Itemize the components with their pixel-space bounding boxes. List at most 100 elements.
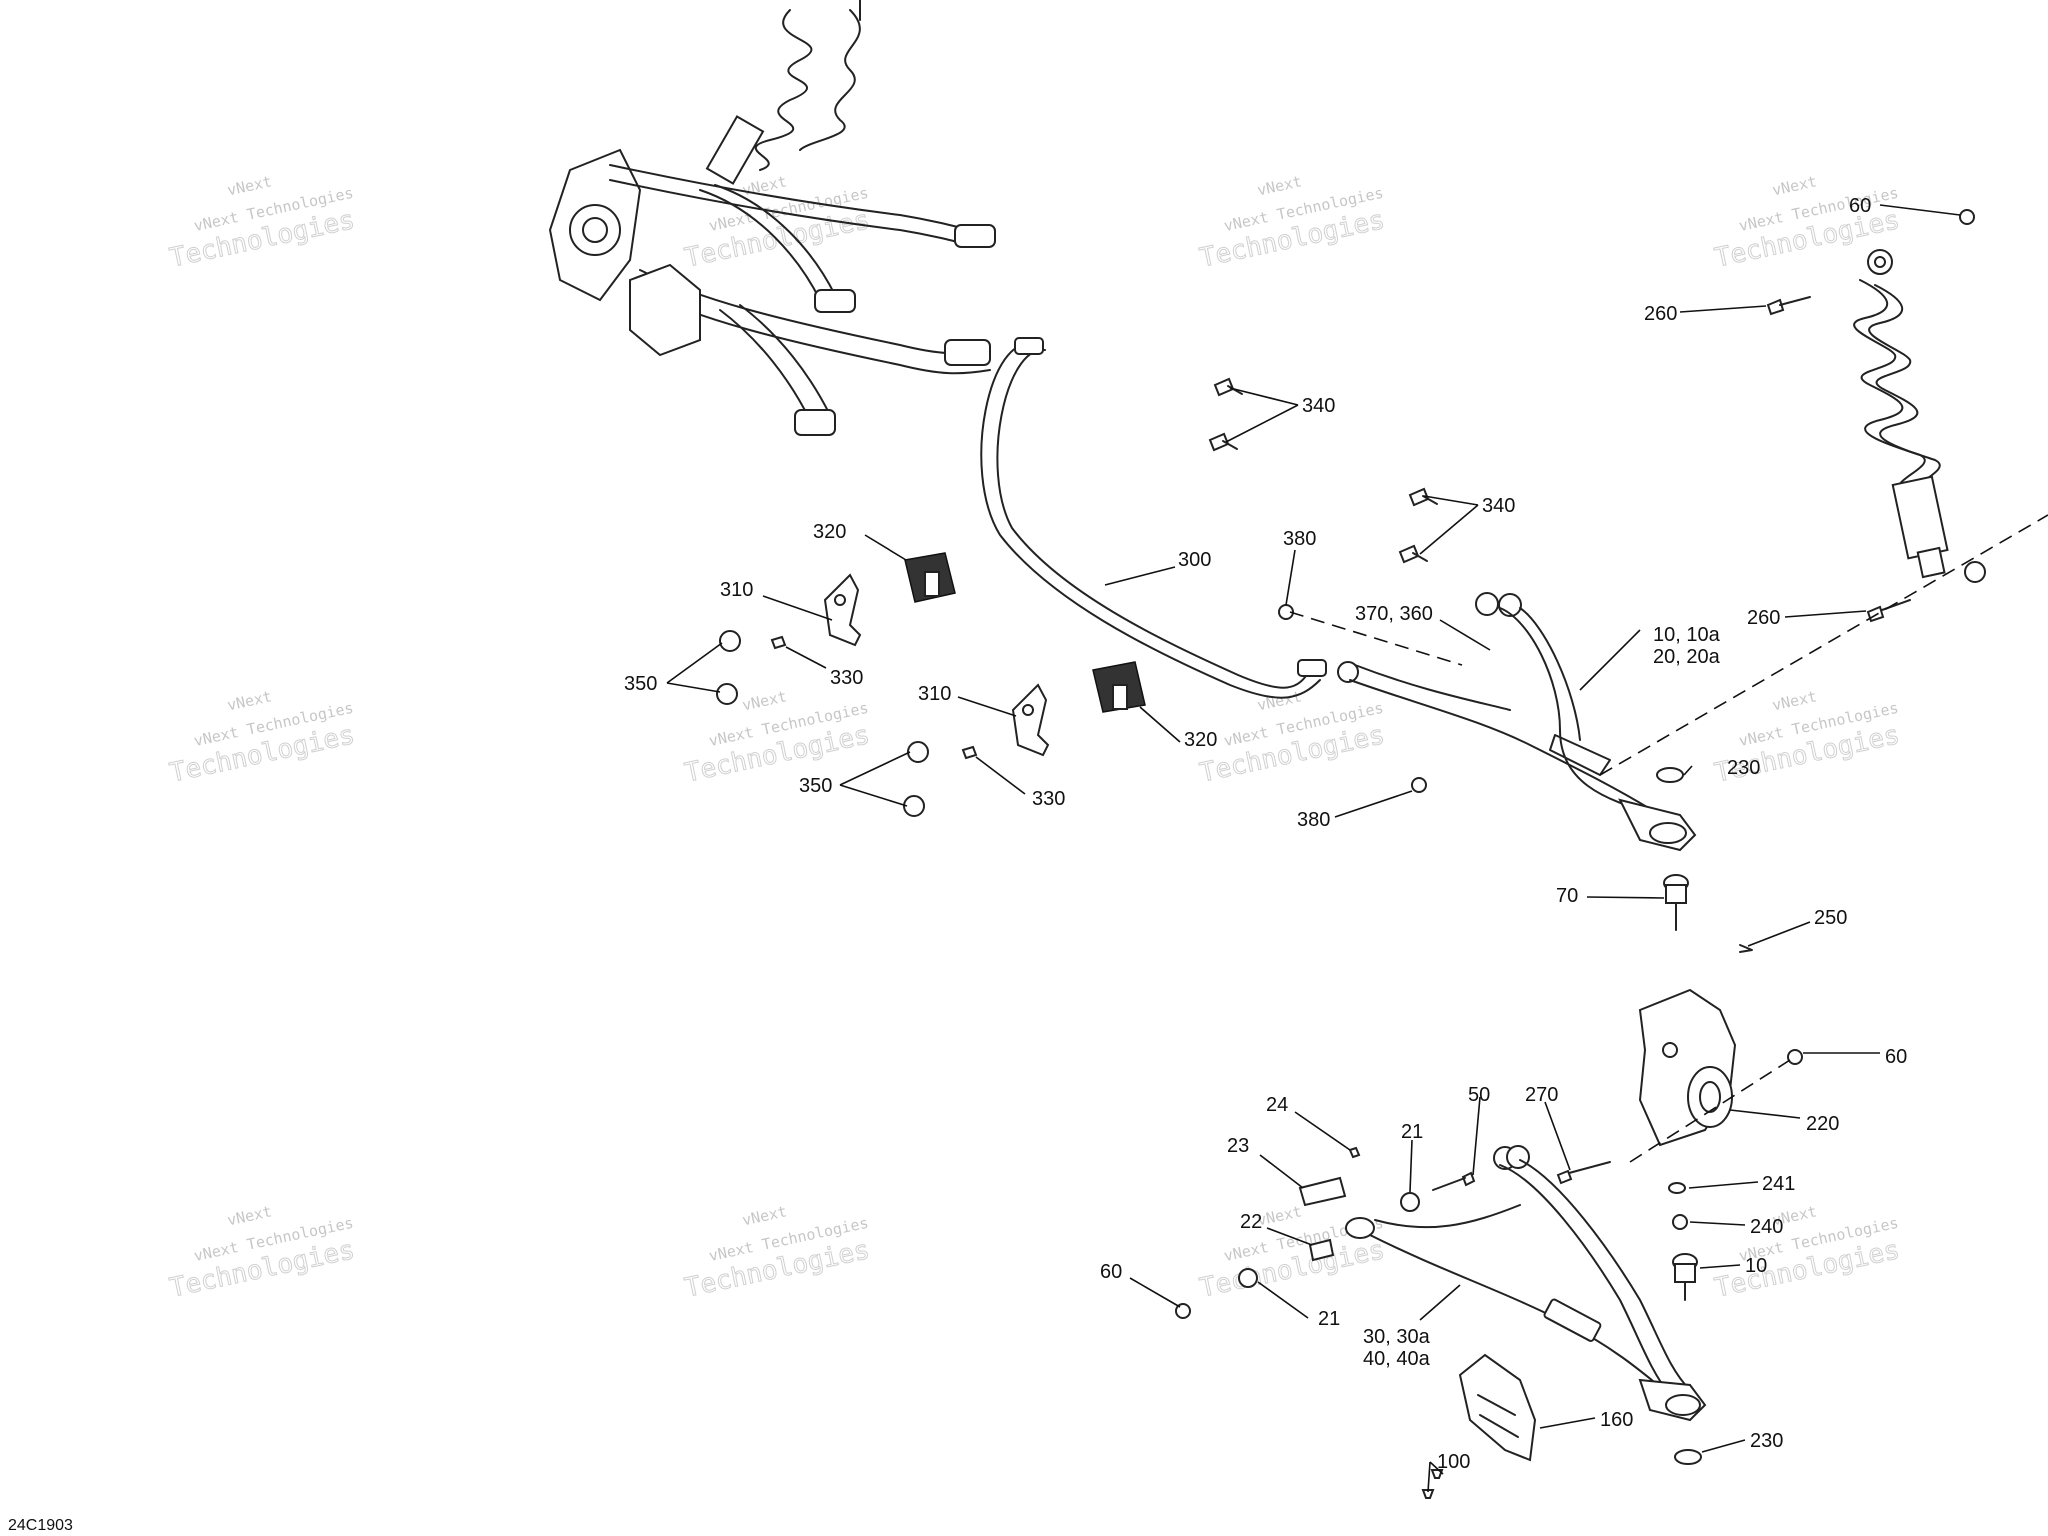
callout-22: 22 (1240, 1211, 1262, 1233)
callout-260: 260 (1747, 607, 1780, 629)
rivets-100 (1421, 1469, 1444, 1499)
svg-text:vNext: vNext (226, 687, 274, 714)
bolt-270 (1556, 1169, 1573, 1185)
callout-40-40a: 40, 40a (1363, 1348, 1431, 1370)
callout-270: 270 (1525, 1084, 1558, 1106)
small-hardware (1175, 209, 1975, 1499)
ball-joint-10 (1672, 1253, 1698, 1301)
pin-24 (1348, 1146, 1361, 1159)
nuts-350-lower (903, 741, 929, 817)
nuts-350-upper (716, 630, 741, 705)
bushing-320-upper (904, 552, 956, 603)
callout-60: 60 (1100, 1261, 1122, 1283)
callout-230: 230 (1750, 1430, 1783, 1452)
callout-21: 21 (1318, 1308, 1340, 1330)
figure-reference-code: 24C1903 (8, 1517, 73, 1534)
overview-upper-arm (609, 164, 996, 313)
ring-230-lower (1674, 1449, 1702, 1465)
callout-380: 380 (1297, 809, 1330, 831)
alignment-lines (1289, 514, 2048, 1163)
nut-60-mid (1787, 1049, 1803, 1065)
callout-230: 230 (1727, 757, 1760, 779)
callout-10-10a: 10, 10a (1653, 624, 1721, 646)
shock-absorber (1853, 249, 1986, 583)
watermark: vNext vNext Technologies Technologies (1197, 1202, 1388, 1304)
callout-380: 380 (1283, 528, 1316, 550)
callout-370-360: 370, 360 (1355, 603, 1433, 625)
bolt-260-top (1766, 298, 1785, 316)
callout-350: 350 (624, 673, 657, 695)
callout-241: 241 (1762, 1173, 1795, 1195)
overview-skid-guard (629, 263, 701, 357)
assembled-suspension-overview (548, 0, 996, 436)
callout-160: 160 (1600, 1409, 1633, 1431)
ball-joint-70 (1663, 874, 1689, 931)
bushing-21-lower (1238, 1268, 1258, 1288)
bushing-320-lower (1092, 661, 1146, 713)
svg-text:vNext: vNext (226, 172, 274, 199)
callout-24: 24 (1266, 1094, 1288, 1116)
overview-knuckle (548, 148, 642, 302)
upper-a-arm (1337, 592, 1697, 852)
sleeve-22 (1308, 1238, 1335, 1262)
callout-50: 50 (1468, 1084, 1490, 1106)
ring-230-upper (1656, 767, 1684, 783)
svg-text:vNext: vNext (1771, 172, 1819, 199)
screws-330 (770, 635, 978, 760)
plate-23 (1298, 1176, 1347, 1207)
cotter-pin-250 (1739, 944, 1753, 953)
callout-330: 330 (1032, 788, 1065, 810)
callout-240: 240 (1750, 1216, 1783, 1238)
leader-lines (666, 204, 1961, 1493)
watermark: vNext vNext Technologies Technologies (167, 172, 358, 274)
callout-260: 260 (1644, 303, 1677, 325)
callout-320: 320 (813, 521, 846, 543)
callout-340: 340 (1482, 495, 1515, 517)
clamp-310-upper (823, 573, 862, 647)
svg-text:vNext: vNext (741, 1202, 789, 1229)
watermark: vNext vNext Technologies Technologies (167, 687, 358, 789)
washer-241 (1668, 1182, 1686, 1194)
watermark: vNext vNext Technologies Technologies (682, 1202, 873, 1304)
watermark: vNext vNext Technologies Technologies (1197, 687, 1388, 789)
callout-220: 220 (1806, 1113, 1839, 1135)
svg-text:vNext: vNext (1256, 172, 1304, 199)
callout-labels: 60 260 340 340 320 300 380 310 370, 360 … (624, 195, 1907, 1473)
callout-250: 250 (1814, 907, 1847, 929)
svg-text:vNext: vNext (1256, 687, 1304, 714)
nut-380-lower (1411, 777, 1427, 793)
watermark: vNext vNext Technologies Technologies (1712, 1202, 1903, 1304)
svg-text:vNext: vNext (1256, 1202, 1304, 1229)
bolt-50 (1461, 1171, 1476, 1187)
watermark: vNext vNext Technologies Technologies (1197, 172, 1388, 274)
callout-350: 350 (799, 775, 832, 797)
clamp-310-lower (1011, 683, 1050, 757)
svg-text:vNext: vNext (226, 1202, 274, 1229)
callout-330: 330 (830, 667, 863, 689)
lower-a-arm (1345, 1145, 1707, 1422)
overview-shock-absorber (705, 0, 861, 185)
callout-21: 21 (1401, 1121, 1423, 1143)
callout-310: 310 (918, 683, 951, 705)
callout-60: 60 (1849, 195, 1871, 217)
watermark: vNext vNext Technologies Technologies (167, 1202, 358, 1304)
callout-30-30a: 30, 30a (1363, 1326, 1431, 1348)
callout-300: 300 (1178, 549, 1211, 571)
callout-10: 10 (1745, 1255, 1767, 1277)
callout-320: 320 (1184, 729, 1217, 751)
watermark: vNext vNext Technologies Technologies (682, 172, 873, 274)
nut-60-top (1959, 209, 1975, 225)
sway-bar (980, 337, 1327, 699)
callout-20-20a: 20, 20a (1653, 646, 1721, 668)
nut-240 (1672, 1214, 1688, 1230)
svg-text:vNext: vNext (741, 687, 789, 714)
callout-70: 70 (1556, 885, 1578, 907)
knuckle-220 (1638, 988, 1737, 1147)
callout-340: 340 (1302, 395, 1335, 417)
svg-text:vNext: vNext (1771, 687, 1819, 714)
callout-60: 60 (1885, 1046, 1907, 1068)
callout-310: 310 (720, 579, 753, 601)
callout-100: 100 (1437, 1451, 1470, 1473)
bushing-21-upper (1400, 1192, 1420, 1212)
